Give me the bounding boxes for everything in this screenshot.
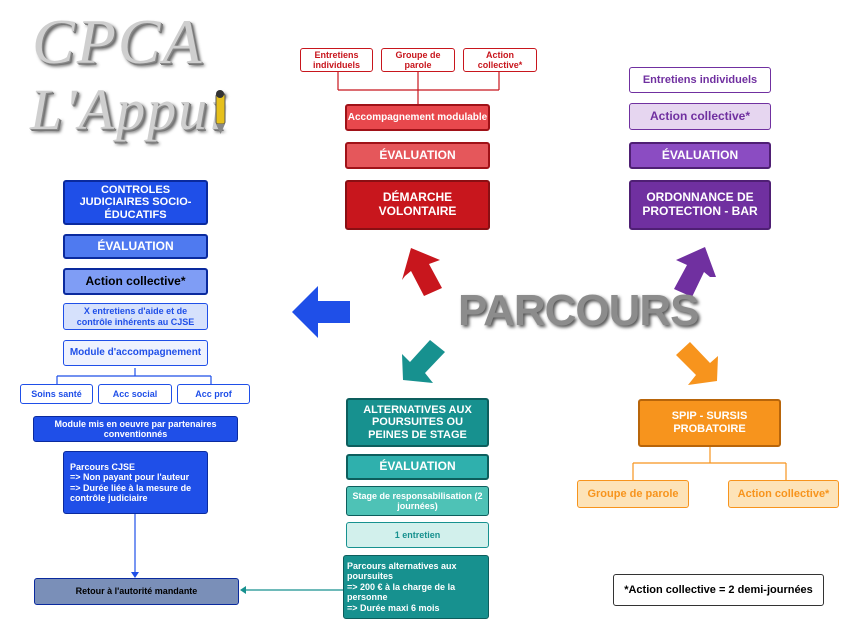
teal-arrow-icon — [402, 340, 445, 383]
purple-entretiens-box: Entretiens individuels — [629, 67, 771, 93]
footnote: *Action collective = 2 demi-journées — [613, 574, 824, 606]
logo-line-2: L'Appui — [30, 77, 228, 142]
blue-parcours-box: Parcours CJSE => Non payant pour l'auteu… — [63, 451, 208, 514]
blue-evaluation-box: ÉVALUATION — [63, 234, 208, 259]
blue-module-box: Module d'accompagnement — [63, 340, 208, 366]
purple-arrow-icon — [674, 247, 716, 297]
teal-entretien-box: 1 entretien — [346, 522, 489, 548]
red-arrow-icon — [402, 248, 442, 296]
teal-stage-box: Stage de responsabilisation (2 journées) — [346, 486, 489, 516]
blue-partenaires-box: Module mis en oeuvre par partenaires con… — [33, 416, 238, 442]
center-title: PARCOURS — [458, 286, 700, 335]
blue-prof-box: Acc prof — [177, 384, 250, 404]
purple-title-box: ORDONNANCE DE PROTECTION - BAR — [629, 180, 771, 230]
blue-social-box: Acc social — [98, 384, 172, 404]
orange-arrow-icon — [676, 342, 718, 385]
teal-parcours-box: Parcours alternatives aux poursuites => … — [343, 555, 489, 619]
teal-evaluation-box: ÉVALUATION — [346, 454, 489, 480]
logo-line-1: CPCA — [32, 6, 204, 77]
orange-action-box: Action collective* — [728, 480, 839, 508]
blue-arrow-icon — [292, 286, 350, 338]
red-groupe-box: Groupe de parole — [381, 48, 455, 72]
blue-action-box: Action collective* — [63, 268, 208, 295]
red-action-box: Action collective* — [463, 48, 537, 72]
blue-soins-box: Soins santé — [20, 384, 93, 404]
orange-title-box: SPIP - SURSIS PROBATOIRE — [638, 399, 781, 447]
teal-title-box: ALTERNATIVES AUX POURSUITES OU PEINES DE… — [346, 398, 489, 447]
red-entretiens-box: Entretiens individuels — [300, 48, 373, 72]
blue-title-box: CONTROLES JUDICIAIRES SOCIO-ÉDUCATIFS — [63, 180, 208, 225]
blue-entretiens-box: X entretiens d'aide et de contrôle inhér… — [63, 303, 208, 330]
purple-action-box: Action collective* — [629, 103, 771, 130]
orange-groupe-box: Groupe de parole — [577, 480, 689, 508]
purple-evaluation-box: ÉVALUATION — [629, 142, 771, 169]
pen-icon — [215, 90, 226, 134]
red-evaluation-box: ÉVALUATION — [345, 142, 490, 169]
red-accompagnement-box: Accompagnement modulable — [345, 104, 490, 131]
red-title-box: DÉMARCHE VOLONTAIRE — [345, 180, 490, 230]
blue-retour-box: Retour à l'autorité mandante — [34, 578, 239, 605]
